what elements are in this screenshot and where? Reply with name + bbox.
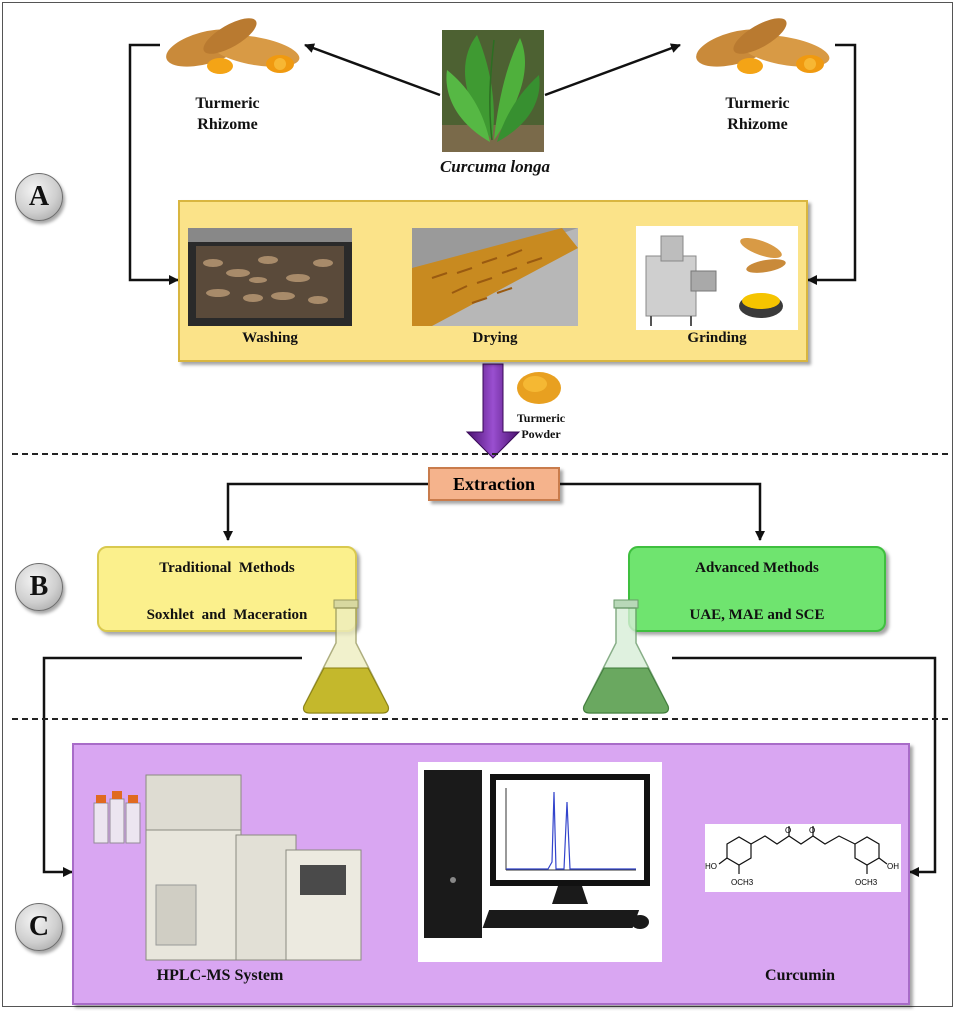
turmeric-powder-image: [515, 366, 563, 406]
arrow-extraction-advanced: [560, 482, 765, 541]
section-b-badge: B: [15, 563, 63, 611]
turmeric-rhizome-left-image: [160, 6, 305, 84]
arrow-traditional-to-hplc: [42, 656, 302, 877]
chem-label-oh: OH: [887, 862, 899, 871]
arrow-extraction-traditional: [223, 482, 428, 541]
traditional-subtitle: Soxhlet and Maceration: [146, 607, 308, 623]
svg-text:O: O: [785, 826, 791, 835]
arrow-plant-to-left-rhizome: [304, 43, 441, 97]
svg-text:O: O: [809, 826, 815, 835]
rhizome-left-label: Turmeric Rhizome: [195, 95, 260, 133]
powder-label: Turmeric Powder: [516, 411, 566, 441]
flask-green-icon: [578, 598, 674, 716]
hplc-label: HPLC-MS System: [156, 967, 284, 984]
arrow-right-loop: [807, 43, 857, 285]
hplc-ms-instrument-image: [86, 765, 366, 965]
chem-label-och3-left: OCH3: [731, 878, 754, 887]
separator-ab: [12, 453, 948, 455]
traditional-methods-box: [97, 546, 357, 632]
chem-label-ho: HO: [705, 862, 717, 871]
step-washing-label: Washing: [242, 330, 298, 346]
plant-label: Curcuma longa: [439, 157, 551, 176]
step-drying-label: Drying: [472, 330, 518, 346]
chem-label-och3-right: OCH3: [855, 878, 878, 887]
washing-image: [188, 228, 352, 326]
traditional-title: Traditional Methods: [159, 560, 295, 576]
step-grinding-label: Grinding: [687, 330, 747, 346]
advanced-title: Advanced Methods: [695, 560, 819, 576]
arrow-left-loop: [128, 43, 179, 285]
curcumin-label: Curcumin: [765, 967, 835, 984]
curcumin-structure-image: O O HO OCH3 OCH3 OH: [705, 824, 901, 892]
extraction-box: Extraction: [428, 467, 560, 501]
advanced-methods-box: [628, 546, 886, 632]
arrow-plant-to-right-rhizome: [544, 43, 681, 97]
computer-chromatogram-image: [418, 762, 662, 962]
grinding-image: [636, 226, 798, 330]
down-arrow: [465, 363, 521, 459]
separator-bc: [12, 718, 948, 720]
rhizome-right-label: Turmeric Rhizome: [725, 95, 790, 133]
curcuma-longa-plant-image: [442, 30, 544, 152]
section-a-badge: A: [15, 173, 63, 221]
drying-image: [412, 228, 578, 326]
turmeric-rhizome-right-image: [690, 6, 835, 84]
section-c-badge: C: [15, 903, 63, 951]
advanced-subtitle: UAE, MAE and SCE: [689, 607, 825, 623]
arrow-advanced-to-curcumin: [672, 656, 937, 877]
flask-yellow-icon: [298, 598, 394, 716]
